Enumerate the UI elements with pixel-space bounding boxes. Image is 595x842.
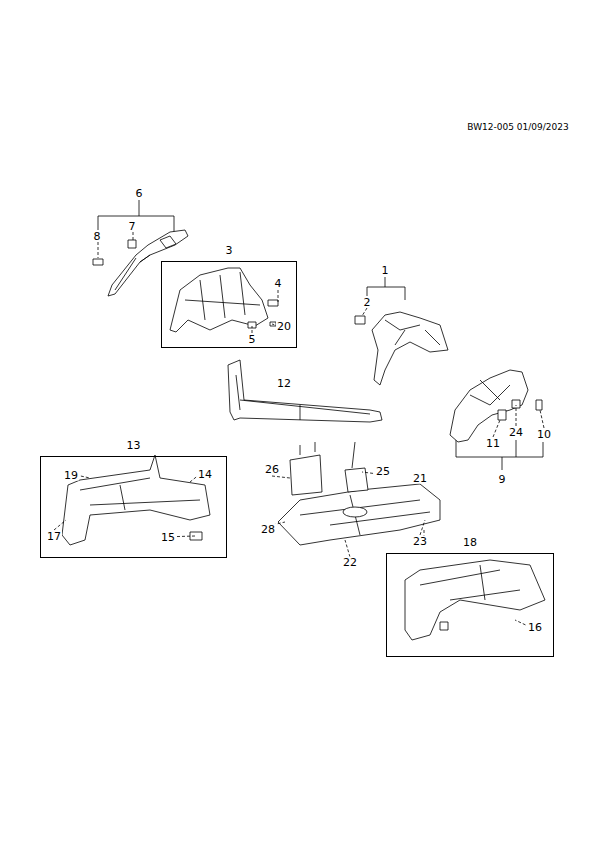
callout-number: 24 — [508, 427, 524, 438]
callout-number: 11 — [485, 438, 501, 449]
callout-number: 25 — [375, 466, 391, 477]
part-9-wheelhouse — [450, 370, 542, 442]
callout-number: 20 — [276, 321, 292, 332]
callout-number: 19 — [63, 470, 79, 481]
group-frame: 18 — [386, 553, 554, 657]
part-13-rail — [62, 455, 210, 545]
callout-number: 14 — [197, 469, 213, 480]
callout-number: 4 — [274, 278, 283, 289]
drawing-code: BW12-005 01/09/2023 — [466, 123, 569, 132]
callout-number: 22 — [342, 557, 358, 568]
callout-number: 16 — [527, 622, 543, 633]
callout-number: 26 — [264, 464, 280, 475]
callout-number: 13 — [126, 440, 142, 451]
part-21-floor-panel — [278, 442, 440, 545]
callout-number: 1 — [381, 265, 390, 276]
part-6-strut — [93, 230, 188, 296]
part-3-wheelhouse — [170, 268, 278, 332]
callout-number: 10 — [536, 429, 552, 440]
brackets — [98, 200, 543, 470]
callout-number: 15 — [160, 532, 176, 543]
callout-number: 3 — [225, 245, 234, 256]
group-frame: 3 — [161, 261, 297, 348]
callout-number: 23 — [412, 536, 428, 547]
part-18-rail — [405, 560, 545, 640]
callout-number: 2 — [363, 297, 372, 308]
part-1-wheelhouse — [355, 312, 448, 385]
callout-number: 5 — [248, 334, 257, 345]
callout-number: 8 — [93, 231, 102, 242]
callout-number: 12 — [276, 378, 292, 389]
callout-number: 17 — [46, 531, 62, 542]
callout-number: 21 — [412, 473, 428, 484]
leader-lines — [54, 232, 544, 627]
callout-number: 9 — [498, 474, 507, 485]
part-12-crossmember — [228, 360, 382, 422]
callout-number: 28 — [260, 524, 276, 535]
callout-number: 18 — [462, 537, 478, 548]
callout-number: 6 — [135, 188, 144, 199]
callout-number: 7 — [128, 221, 137, 232]
